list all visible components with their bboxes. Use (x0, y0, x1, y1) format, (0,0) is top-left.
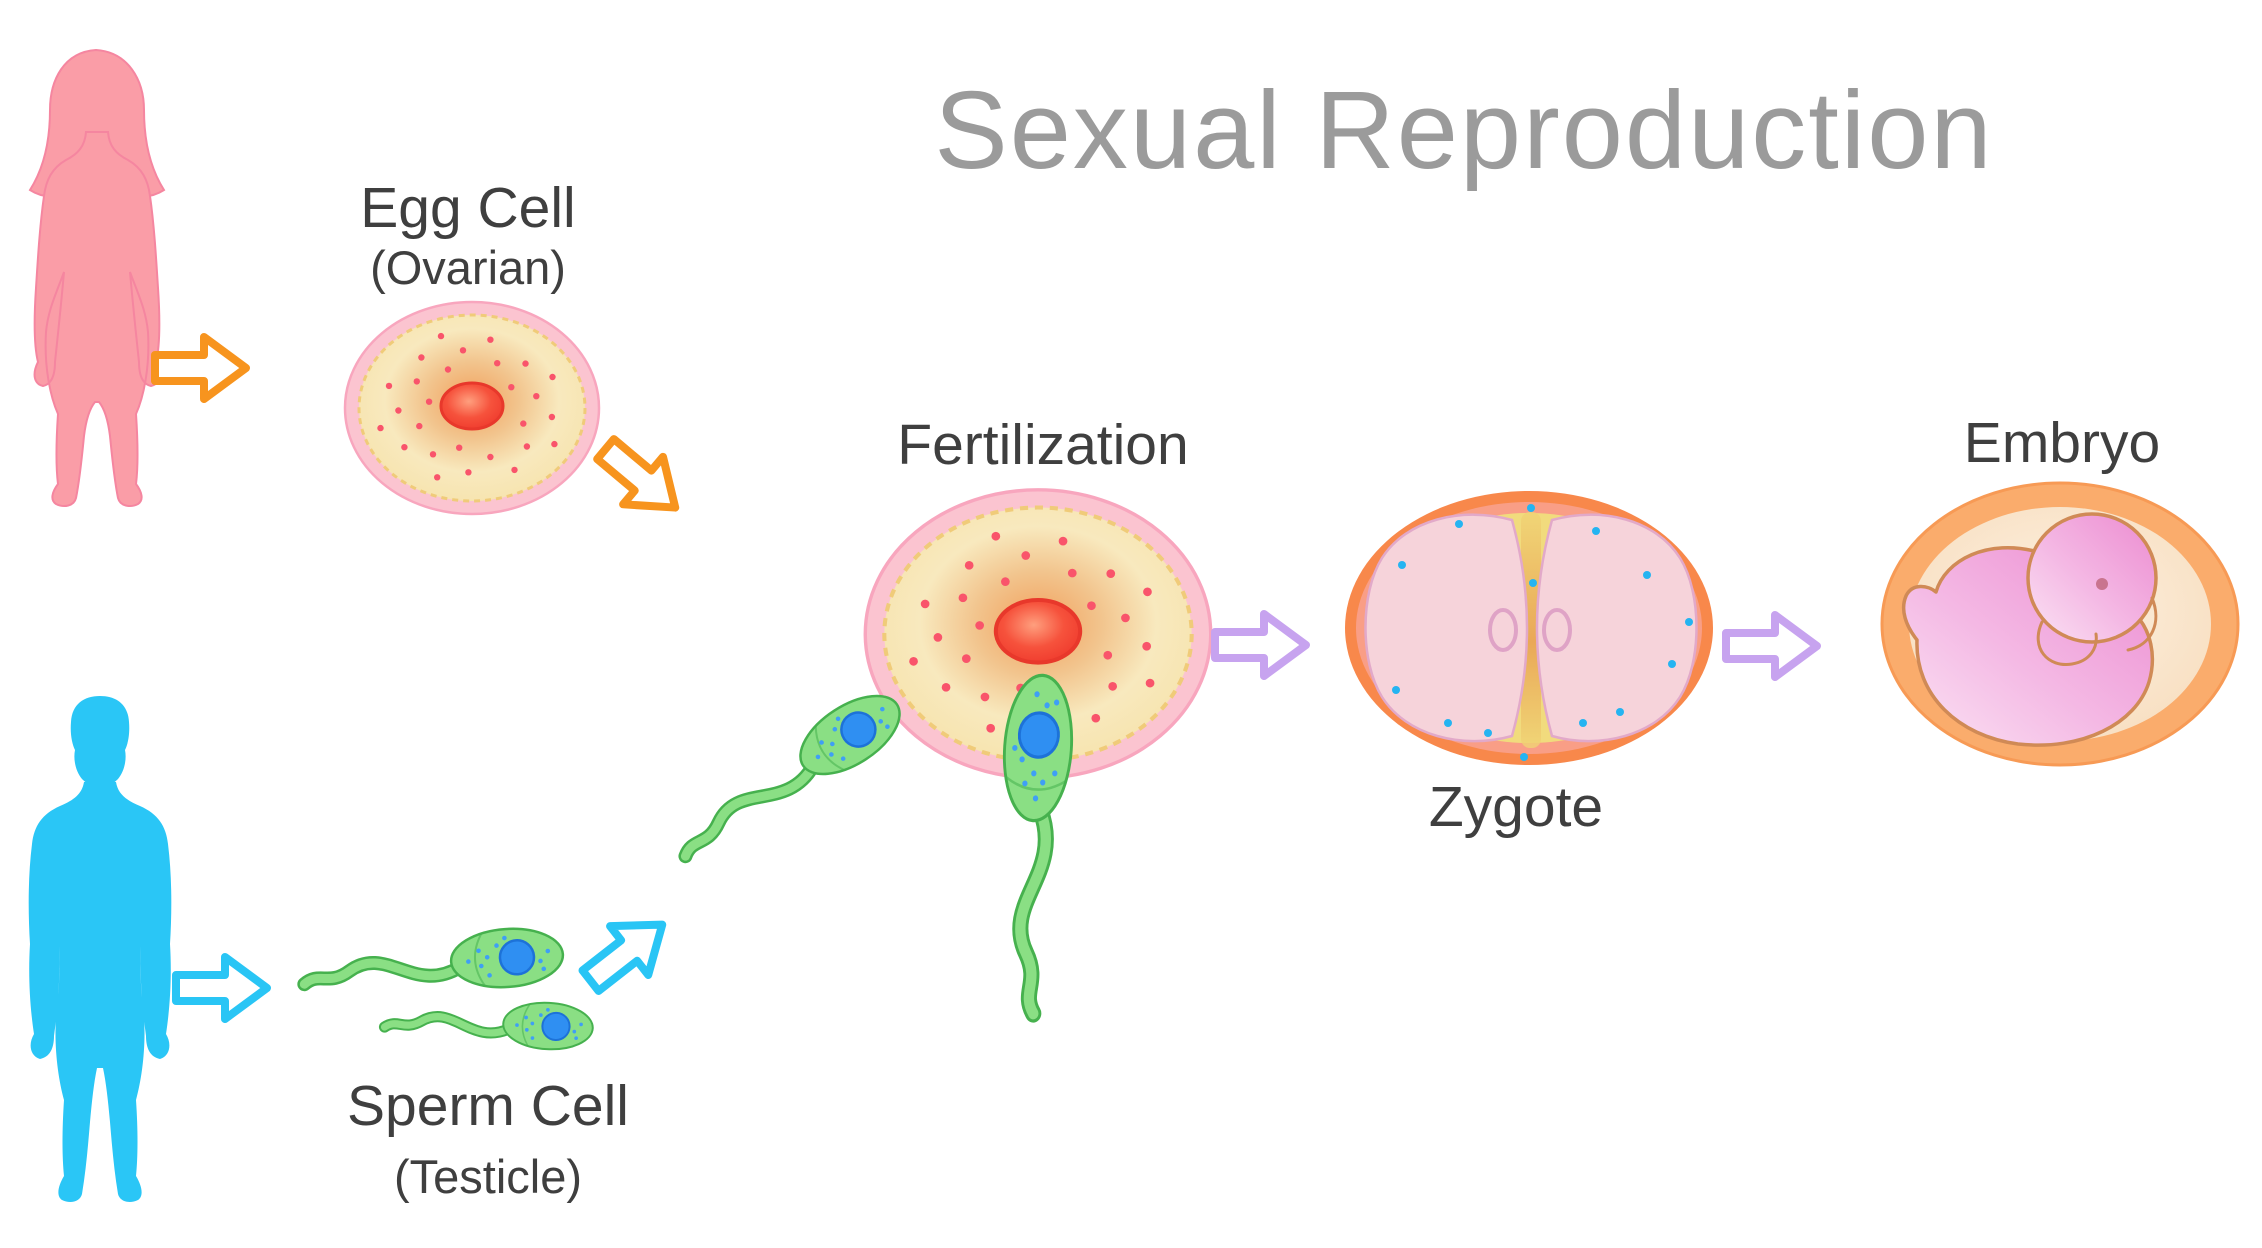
page-title: Sexual Reproduction (934, 69, 1993, 192)
speckle-dot (1529, 579, 1537, 587)
embryo-label: Embryo (1964, 411, 2160, 475)
speckle-dot (1520, 753, 1528, 761)
flow-arrow-male-to-sperm (176, 957, 267, 1019)
egg-cell-label: Egg Cell (360, 176, 575, 240)
egg-cell-sublabel: (Ovarian) (370, 241, 566, 294)
speckle-dot (1668, 660, 1676, 668)
flow-arrow-egg-to-fertilization (586, 425, 696, 531)
speckle-dot (1392, 686, 1400, 694)
speckle-dot (1398, 561, 1406, 569)
fertilization-label: Fertilization (897, 413, 1188, 477)
sperm-cell-2 (384, 994, 594, 1051)
sperm-cell-sublabel: (Testicle) (394, 1150, 582, 1203)
female-silhouette (28, 48, 166, 507)
male-silhouette (28, 696, 172, 1202)
fetus-eye (2096, 578, 2108, 590)
flow-arrow-sperm-to-fertilization (571, 900, 681, 1005)
egg-cell-illustration (343, 300, 601, 516)
flow-arrow-zygote-to-embryo (1726, 615, 1817, 677)
zygote-label: Zygote (1429, 775, 1603, 839)
speckle-dot (1643, 571, 1651, 579)
speckle-dot (1444, 719, 1452, 727)
speckle-dot (1484, 729, 1492, 737)
zygote-illustration (1345, 491, 1713, 765)
speckle-dot (1592, 527, 1600, 535)
embryo-illustration (1880, 481, 2240, 767)
speckle-dot (1527, 504, 1535, 512)
approaching-sperm (663, 680, 913, 870)
sperm-cell-1 (301, 925, 564, 1001)
speckle-dot (1616, 708, 1624, 716)
sperm-cells-illustration (301, 925, 593, 1051)
flow-arrow-female-to-egg (155, 337, 246, 399)
flow-arrow-fertilization-to-zygote (1215, 614, 1306, 676)
speckle-dot (1685, 618, 1693, 626)
speckle-dot (1579, 719, 1587, 727)
sperm-cell-label: Sperm Cell (347, 1074, 629, 1138)
fertilization-illustration (663, 490, 1211, 1015)
speckle-dot (1455, 520, 1463, 528)
